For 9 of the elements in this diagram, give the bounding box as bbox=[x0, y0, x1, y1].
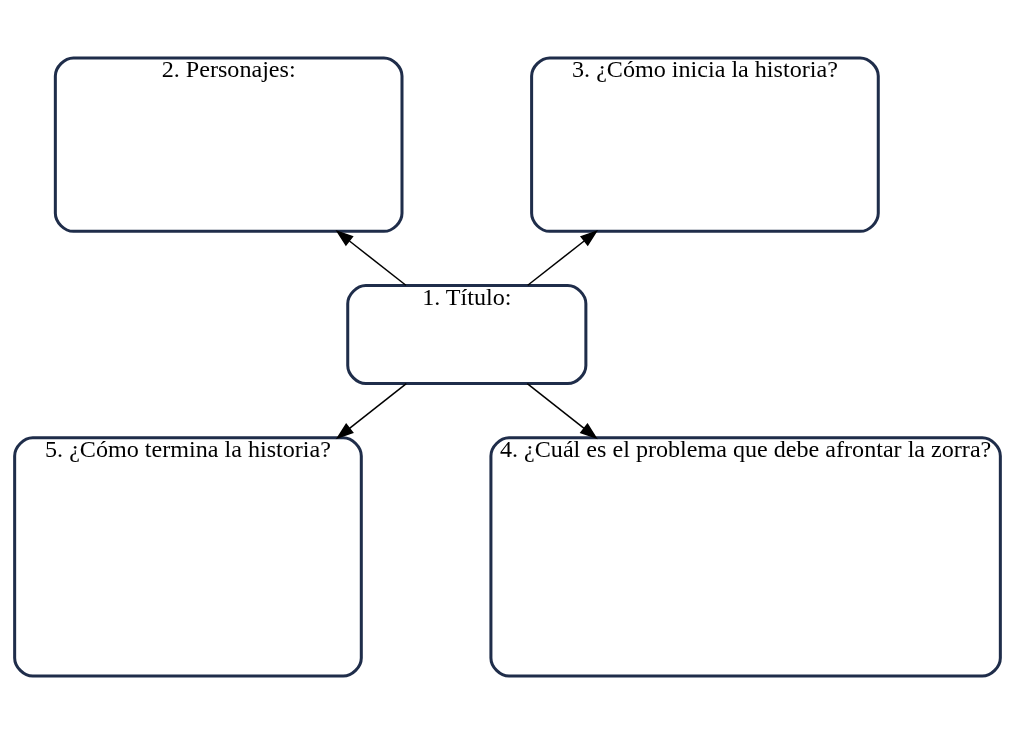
node-box: 4. ¿Cuál es el problema que debe afrontar la zorra? bbox=[489, 435, 1002, 677]
node-box: 5. ¿Cómo termina la historia? bbox=[13, 435, 363, 677]
arrow bbox=[335, 382, 408, 439]
node-box: 1. Título: bbox=[346, 283, 588, 385]
node-box: 3. ¿Cómo inicia la historia? bbox=[530, 56, 880, 233]
arrow bbox=[527, 229, 599, 286]
arrow bbox=[335, 229, 407, 286]
arrow bbox=[526, 382, 598, 439]
node-box: 2. Personajes: bbox=[53, 56, 404, 233]
